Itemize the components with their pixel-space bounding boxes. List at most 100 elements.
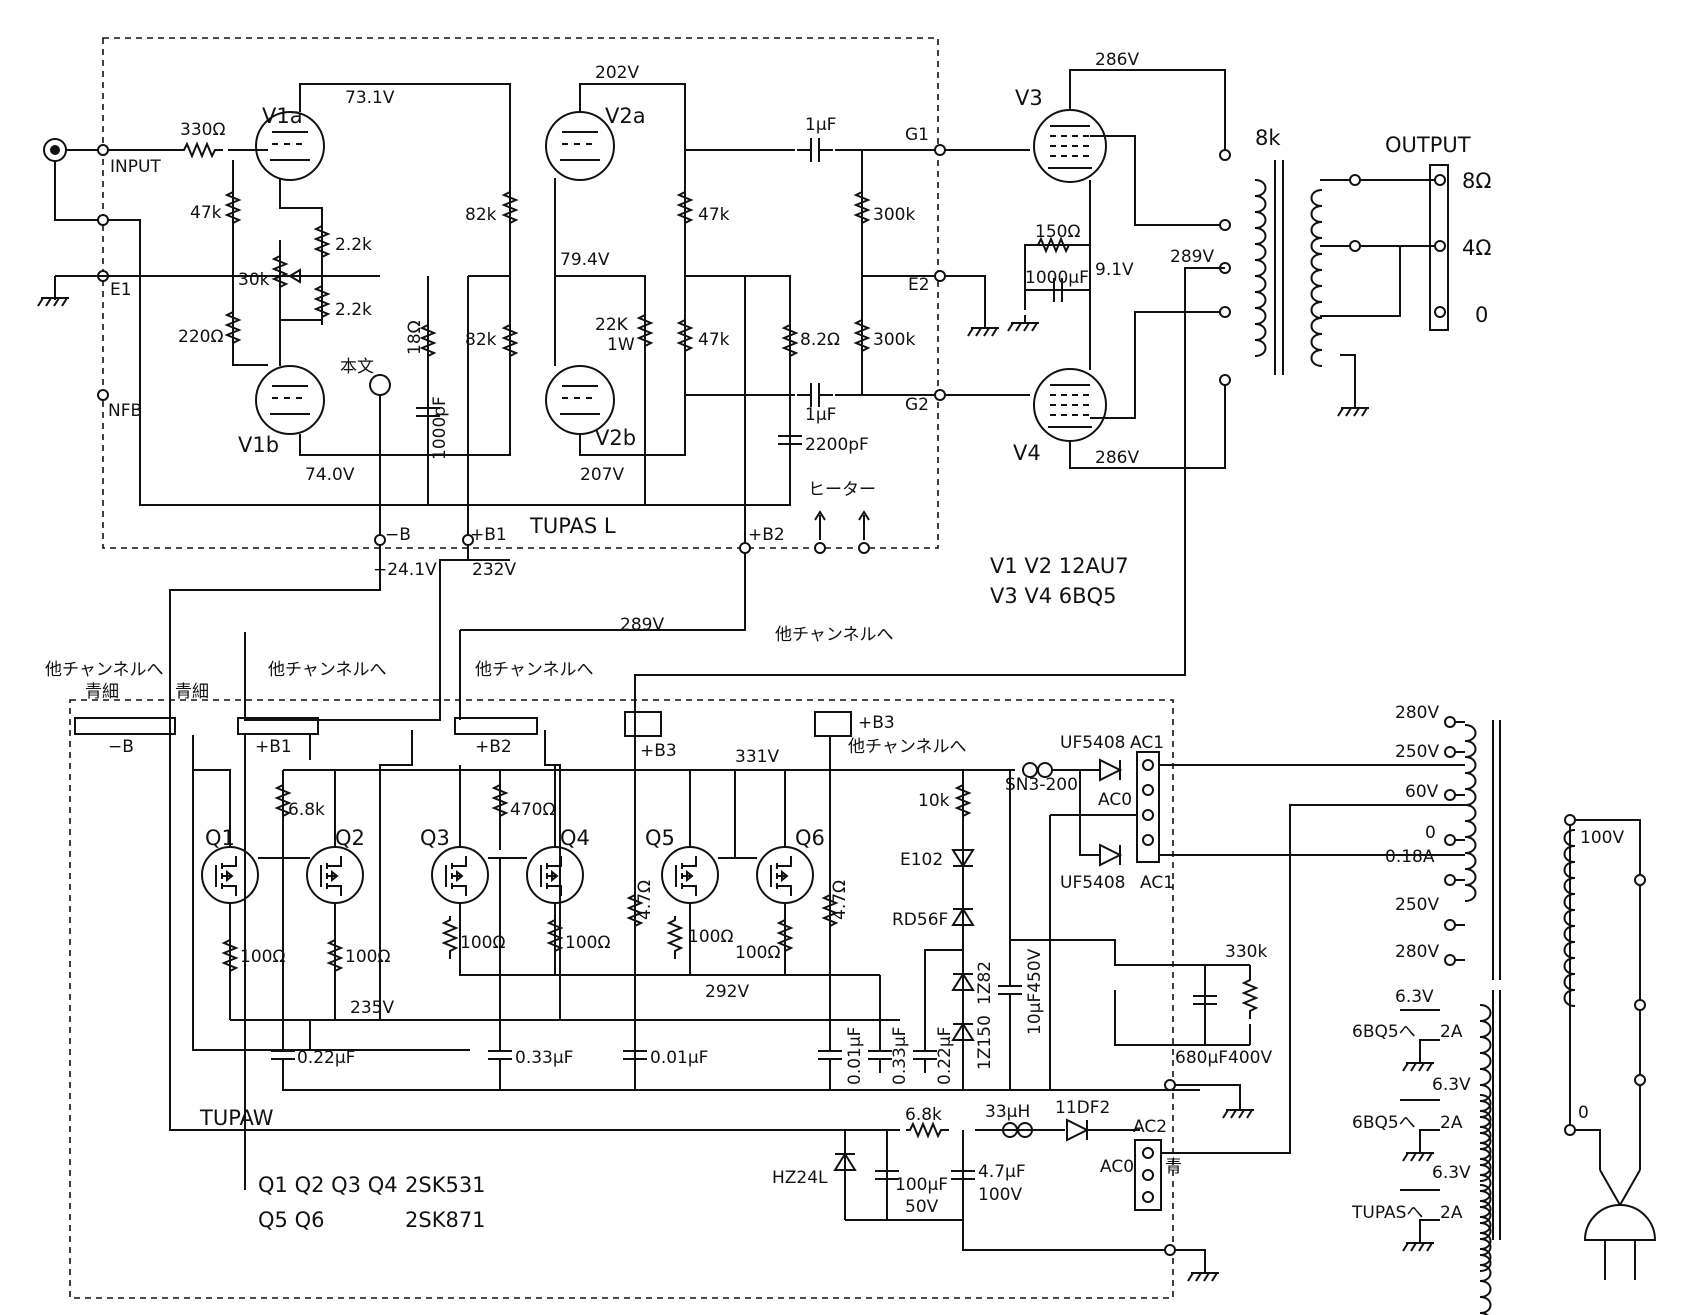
r100-e-label: 100Ω <box>688 927 733 947</box>
out-8ohm-label: 8Ω <box>1462 169 1491 193</box>
v1b-label: V1b <box>238 433 279 457</box>
v292-label: 292V <box>705 982 749 1002</box>
plus-b3-a-label: +B3 <box>640 741 677 761</box>
ac2-label: AC2 <box>1133 1117 1167 1137</box>
ot-b-voltage: 289V <box>1170 247 1214 267</box>
other-ch-2: 他チャンネルへ <box>268 660 387 680</box>
minus-b-bus-label: −B <box>108 737 134 757</box>
b2-voltage: 289V <box>620 615 664 635</box>
q2-label: Q2 <box>335 826 365 850</box>
c033-v-label: 0.33μF <box>890 1027 910 1085</box>
sn3-label: SN3-200 <box>1005 775 1078 795</box>
q1-fet-icon <box>201 846 259 904</box>
r-input-label: 330Ω <box>180 120 225 140</box>
r22k1w-label: 22K <box>595 315 629 335</box>
plus-b2-bus-label: +B2 <box>475 737 512 757</box>
e2-label: E2 <box>908 275 930 295</box>
c680uf-label: 680μF400V <box>1175 1048 1272 1068</box>
c2200p-label: 2200pF <box>805 435 869 455</box>
r47k-label: 47k <box>190 203 222 223</box>
l33uh-label: 33μH <box>985 1102 1030 1122</box>
c1uf-b-label: 1μF <box>805 405 836 425</box>
c10uf-label: 10μF450V <box>1025 948 1045 1035</box>
v2a-tube-icon <box>545 111 615 181</box>
uf5408-b-label: UF5408 <box>1060 873 1126 893</box>
v2b-label: V2b <box>595 426 636 450</box>
r100-f-label: 100Ω <box>735 943 780 963</box>
r47-a-label: 4.7Ω <box>635 880 655 920</box>
r30k-label: 30k <box>238 270 270 290</box>
pt-tupas: TUPASへ <box>1351 1203 1423 1223</box>
tupaw-board-outline <box>69 699 1174 1299</box>
tube-list-1: V1 V2 12AU7 <box>990 554 1129 578</box>
r470-label: 470Ω <box>510 800 555 820</box>
input-label: INPUT <box>110 157 161 177</box>
c001-label: 0.01μF <box>650 1048 708 1068</box>
r100-b-label: 100Ω <box>345 947 390 967</box>
q3-fet-icon <box>431 846 489 904</box>
out-4ohm-label: 4Ω <box>1462 236 1491 260</box>
q5-label: Q5 <box>645 826 675 850</box>
hz24l-label: HZ24L <box>772 1168 828 1188</box>
v1a-voltage: 73.1V <box>345 88 395 108</box>
r68k-b-label: 6.8k <box>905 1105 942 1125</box>
q-list-1-part: 2SK531 <box>405 1173 486 1197</box>
c022-label: 0.22μF <box>297 1048 355 1068</box>
cathode-voltage: 9.1V <box>1095 260 1134 280</box>
r300k-a-label: 300k <box>873 205 915 225</box>
v2a-voltage: 202V <box>595 63 639 83</box>
v3-tube-icon <box>1033 109 1107 183</box>
pt-primary-0: 0 <box>1578 1103 1589 1123</box>
honbun-label: 本文 <box>340 357 374 377</box>
r300k-b-label: 300k <box>873 330 915 350</box>
v3-label: V3 <box>1015 86 1043 110</box>
labels: 330Ω INPUT E1 NFB 47k 220Ω 30k 2.2k 2.2k… <box>45 50 1624 1232</box>
ac0-b-label: AC0 <box>1100 1157 1134 1177</box>
blue-thin-1: 青細 <box>85 682 119 702</box>
q-list-2-names: Q5 Q6 <box>258 1208 324 1232</box>
pt-6bq5-b: 6BQ5へ <box>1352 1113 1416 1133</box>
c033-label: 0.33μF <box>515 1048 573 1068</box>
q-list-1-names: Q1 Q2 Q3 Q4 <box>258 1173 398 1197</box>
v2b-tube-icon <box>545 365 615 435</box>
pt-280-b: 280V <box>1395 942 1439 962</box>
1z82-label: 1Z82 <box>975 961 995 1005</box>
r18-label: 18Ω <box>405 320 425 355</box>
pt-100v: 100V <box>1580 828 1624 848</box>
c001-v-label: 0.01μF <box>845 1027 865 1085</box>
q6-label: Q6 <box>795 826 825 850</box>
v4-voltage: 286V <box>1095 448 1139 468</box>
output-label: OUTPUT <box>1385 133 1471 157</box>
pt-63-c: 6.3V <box>1432 1163 1471 1183</box>
r22k-b-label: 2.2k <box>335 300 372 320</box>
q1-label: Q1 <box>205 826 235 850</box>
r150-label: 150Ω <box>1035 222 1080 242</box>
c100uf-label: 100μF <box>895 1175 948 1195</box>
v2b-voltage: 79.4V <box>560 250 610 270</box>
pt-6bq5-a: 6BQ5へ <box>1352 1022 1416 1042</box>
e102-label: E102 <box>900 850 943 870</box>
pt-60: 60V <box>1405 782 1439 802</box>
v1a-label: V1a <box>262 104 303 128</box>
c47uf-label: 4.7μF <box>978 1162 1026 1182</box>
ac1-a-label: AC1 <box>1130 733 1164 753</box>
r82k-a-label: 82k <box>465 205 497 225</box>
r22k1w-b-label: 1W <box>607 335 635 355</box>
r330k-label: 330k <box>1225 942 1267 962</box>
r47k-b-label: 47k <box>698 205 730 225</box>
q4-label: Q4 <box>560 826 590 850</box>
q6-fet-icon <box>756 846 814 904</box>
pt-2a-b: 2A <box>1440 1113 1463 1133</box>
pt-2a-a: 2A <box>1440 1022 1463 1042</box>
other-ch-1: 他チャンネルへ <box>45 660 164 680</box>
tupaw-board-label: TUPAW <box>199 1106 274 1130</box>
blue-label: 青 <box>1165 1157 1182 1177</box>
1z150-label: 1Z150 <box>975 1015 995 1070</box>
out-0-label: 0 <box>1475 303 1488 327</box>
plus-b1-label: +B1 <box>470 525 507 545</box>
tupas-board-label: TUPAS L <box>529 514 616 538</box>
r100-c-label: 100Ω <box>460 933 505 953</box>
q5-fet-icon <box>661 846 719 904</box>
v4-label: V4 <box>1013 441 1041 465</box>
r47-b-label: 4.7Ω <box>830 880 850 920</box>
